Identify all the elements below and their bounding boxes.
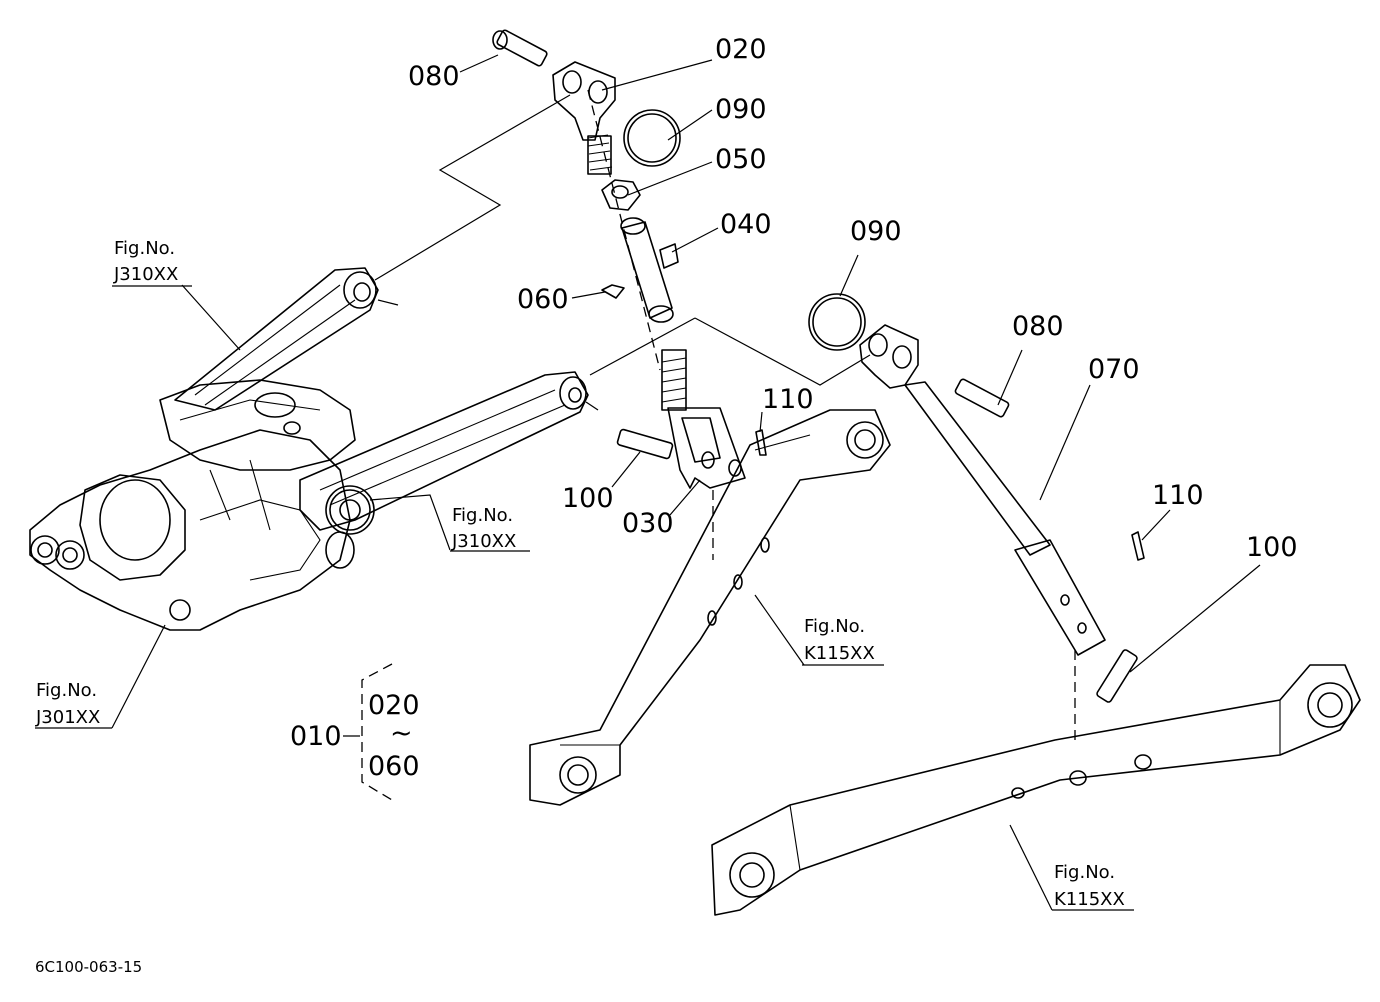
fig-ref-k115-right-label: Fig.No. (1054, 862, 1115, 883)
diagram-code: 6C100-063-15 (35, 958, 142, 976)
label-020-group: 020 (368, 690, 420, 721)
label-110-right: 110 (1152, 480, 1204, 511)
fig-ref-k115-left-code: K115XX (804, 643, 875, 664)
label-110-left: 110 (762, 384, 814, 415)
hydraulic-housing-assembly (29, 379, 371, 631)
lift-rod-right-assembly (859, 324, 1145, 740)
fig-ref-j301-label: Fig.No. (36, 680, 97, 701)
label-030: 030 (622, 508, 674, 539)
label-040: 040 (720, 209, 772, 240)
lift-rod-left-assembly (492, 29, 767, 560)
ring-090-left (623, 109, 681, 167)
fig-ref-j310-lower-label: Fig.No. (452, 505, 513, 526)
fig-ref-k115-right-code: K115XX (1054, 889, 1125, 910)
label-080-right: 080 (1012, 311, 1064, 342)
part-labels: 080 020 090 050 040 060 110 100 030 090 … (290, 34, 1298, 782)
label-100-right: 100 (1246, 532, 1298, 563)
label-070: 070 (1088, 354, 1140, 385)
label-090-left: 090 (715, 94, 767, 125)
leader-lines (35, 54, 1261, 911)
fig-ref-j310-lower-code: J310XX (451, 531, 516, 552)
group-bracket-010 (343, 663, 393, 801)
lower-link-left (529, 409, 891, 806)
label-090-right: 090 (850, 216, 902, 247)
fig-ref-j310-upper-code: J310XX (113, 264, 178, 285)
fig-ref-j310-upper-label: Fig.No. (114, 238, 175, 259)
lower-lift-arm (299, 371, 599, 535)
label-group-tilde: ~ (390, 718, 413, 749)
fig-ref-k115-left-label: Fig.No. (804, 616, 865, 637)
label-010: 010 (290, 721, 342, 752)
label-050: 050 (715, 144, 767, 175)
lower-link-right (711, 664, 1361, 916)
label-100-left: 100 (562, 483, 614, 514)
label-080-left: 080 (408, 61, 460, 92)
label-060: 060 (517, 284, 569, 315)
upper-lift-arm (174, 267, 399, 411)
figure-references: Fig.No. J310XX Fig.No. J310XX Fig.No. J3… (35, 238, 1125, 910)
label-060-group: 060 (368, 751, 420, 782)
ring-090-right (808, 293, 866, 351)
label-020: 020 (715, 34, 767, 65)
fig-ref-j301-code: J301XX (35, 707, 100, 728)
